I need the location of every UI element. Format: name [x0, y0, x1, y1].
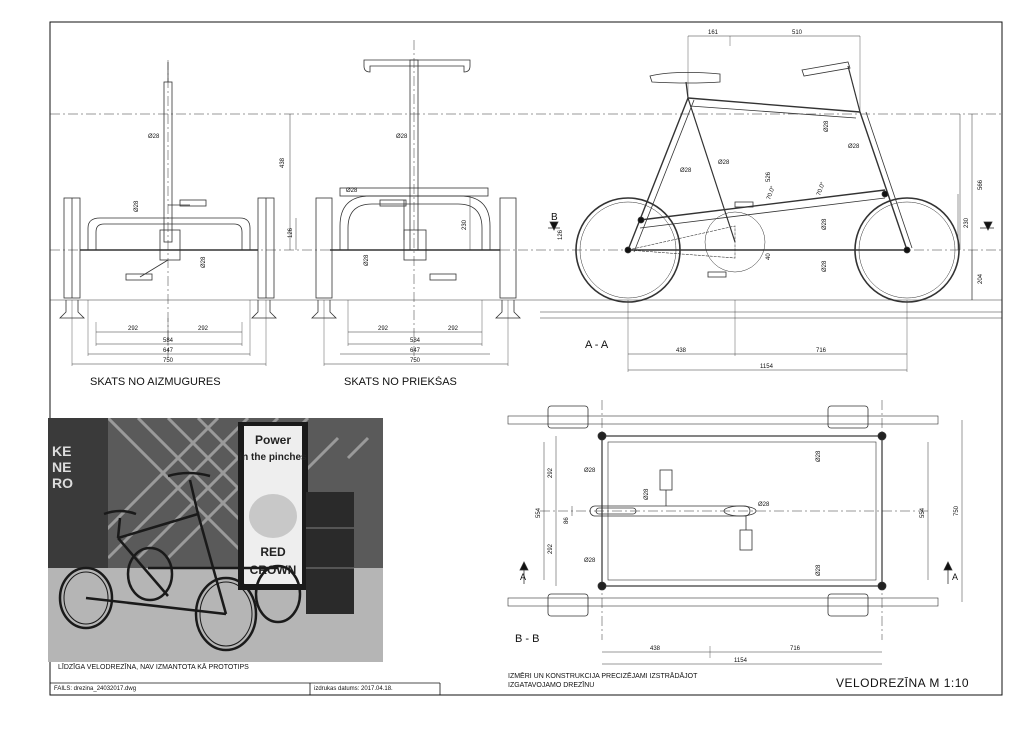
svg-text:204: 204 [978, 273, 984, 284]
svg-text:230: 230 [964, 217, 970, 228]
front-dims: 292 292 584 647 750 230 Ø28 Ø28 Ø28 [346, 134, 468, 364]
svg-text:Ø28: Ø28 [822, 260, 828, 272]
svg-text:Ø28: Ø28 [201, 256, 207, 268]
svg-text:Ø28: Ø28 [680, 168, 692, 174]
tricycle [58, 471, 302, 652]
svg-text:554: 554 [920, 507, 926, 518]
svg-text:647: 647 [163, 348, 174, 354]
svg-text:647: 647 [410, 348, 421, 354]
svg-text:292: 292 [548, 543, 554, 554]
side-view-title: A - A [585, 339, 609, 351]
barrel [306, 492, 354, 614]
svg-text:Ø28: Ø28 [824, 120, 830, 132]
svg-text:438: 438 [280, 157, 286, 168]
svg-text:526: 526 [766, 171, 772, 182]
svg-text:1154: 1154 [734, 658, 748, 664]
construction-note-line1: IZMĒRI UN KONSTRUKCIJA PRECIZĒJAMI IZSTR… [508, 673, 698, 680]
background-sign: KE NE RO [52, 443, 73, 491]
svg-text:750: 750 [954, 505, 960, 516]
svg-text:Ø28: Ø28 [584, 558, 596, 564]
red-crown-poster: Power in the pinches RED CROWN [238, 422, 308, 590]
svg-text:510: 510 [792, 30, 803, 36]
bg-letters-2: NE [52, 459, 71, 475]
svg-text:750: 750 [163, 358, 174, 364]
svg-text:Ø28: Ø28 [848, 144, 860, 150]
prototype-photo: KE NE RO Power in the pinches RED CROWN [48, 418, 383, 662]
poster-line-1: Power [255, 433, 291, 447]
rear-view [50, 40, 1002, 366]
svg-text:584: 584 [163, 338, 174, 344]
svg-text:Ø28: Ø28 [134, 200, 140, 212]
svg-text:Ø28: Ø28 [758, 502, 770, 508]
plan-dims: 292 292 554 554 750 86 Ø28 Ø28 Ø28 Ø28 Ø… [520, 450, 960, 664]
svg-text:292: 292 [128, 326, 139, 332]
svg-text:Ø28: Ø28 [364, 254, 370, 266]
poster-line-2: in the pinches [239, 452, 307, 463]
svg-text:716: 716 [816, 348, 827, 354]
svg-text:292: 292 [378, 326, 389, 332]
rear-view-title: SKATS NO AIZMUGURES [90, 376, 221, 388]
bg-letters-3: RO [52, 475, 73, 491]
svg-text:716: 716 [790, 646, 801, 652]
svg-text:438: 438 [676, 348, 687, 354]
svg-text:292: 292 [548, 467, 554, 478]
svg-text:Ø28: Ø28 [584, 468, 596, 474]
svg-text:B: B [551, 212, 558, 223]
sheet-border [49, 21, 1003, 696]
plan-view [507, 400, 963, 665]
drawing-title: VELODREZĪNA M 1:10 [836, 676, 970, 690]
svg-text:A: A [520, 572, 526, 582]
svg-text:70.0°: 70.0° [766, 185, 777, 201]
svg-text:584: 584 [410, 338, 421, 344]
svg-text:1154: 1154 [760, 364, 774, 370]
side-dims: 161 510 Ø28 Ø28 Ø28 Ø28 Ø28 Ø28 526 566 … [551, 30, 984, 370]
construction-note-line2: IZGATAVOJAMO DREZĪNU [508, 682, 595, 689]
print-date: izdrukas datums: 2017.04.18. [314, 686, 393, 692]
side-view [540, 35, 1002, 372]
bg-letters-1: KE [52, 443, 71, 459]
file-name: FAILS: drezina_24032017.dwg [54, 686, 137, 692]
svg-text:A: A [952, 572, 958, 582]
svg-text:126: 126 [558, 229, 564, 240]
svg-text:230: 230 [462, 219, 468, 230]
svg-text:40: 40 [766, 253, 772, 260]
svg-text:292: 292 [198, 326, 209, 332]
svg-text:70.0°: 70.0° [816, 181, 827, 197]
svg-text:Ø28: Ø28 [644, 488, 650, 500]
front-view-title: SKATS NO PRIEKŠAS [344, 376, 457, 386]
svg-text:Ø28: Ø28 [816, 564, 822, 576]
svg-text:126: 126 [288, 227, 294, 238]
photo-caption: LĪDZĪGA VELODREZĪNA, NAV IZMANTOTA KĀ PR… [58, 664, 249, 671]
svg-text:438: 438 [650, 646, 661, 652]
svg-text:Ø28: Ø28 [718, 160, 730, 166]
plan-view-title: B - B [515, 633, 540, 645]
svg-text:Ø28: Ø28 [816, 450, 822, 462]
svg-text:Ø28: Ø28 [822, 218, 828, 230]
svg-text:86: 86 [564, 517, 570, 524]
svg-text:292: 292 [448, 326, 459, 332]
rear-dims: 292 292 584 647 750 438 126 Ø28 Ø28 Ø28 [128, 134, 294, 364]
svg-text:Ø28: Ø28 [396, 134, 408, 140]
svg-text:Ø28: Ø28 [346, 188, 358, 194]
svg-text:Ø28: Ø28 [148, 134, 160, 140]
svg-text:750: 750 [410, 358, 421, 364]
svg-text:161: 161 [708, 30, 719, 36]
svg-text:566: 566 [978, 179, 984, 190]
svg-text:554: 554 [536, 507, 542, 518]
poster-line-3: RED [260, 545, 286, 559]
front-view [311, 59, 521, 366]
